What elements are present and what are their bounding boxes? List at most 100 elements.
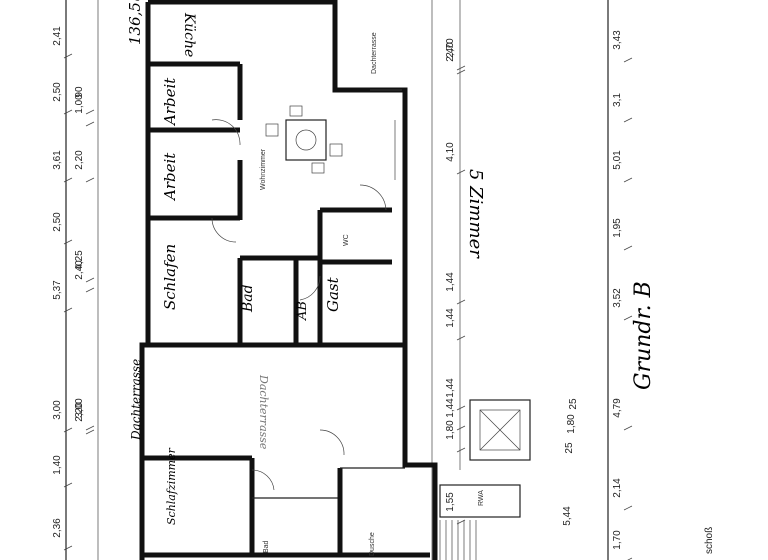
room-label-arbeit-top: Arbeit	[161, 77, 179, 127]
dimension-label: 1,80	[566, 414, 577, 434]
chair-icon	[265, 123, 279, 137]
title-text: Grundr. B	[631, 281, 656, 390]
left-dimensions: 2,412,503,612,505,373,001,402,36	[52, 26, 73, 551]
dimension-label: 3,43	[612, 30, 623, 50]
door-swing-flur	[319, 429, 345, 456]
elevator-car	[479, 409, 521, 451]
area-note: 136,5qm	[126, 0, 144, 45]
dimension-label: 2,36	[52, 518, 63, 538]
dimension-label: 4,79	[612, 398, 623, 418]
dimension-tick	[623, 425, 633, 431]
room-label-ab: AB	[295, 301, 310, 321]
door-swing-schlafzimmer	[251, 469, 275, 491]
dimension-label: 2,50	[52, 212, 63, 232]
dimension-tick	[623, 117, 633, 123]
dimension-label: 2,14	[612, 478, 623, 498]
dimension-tick	[623, 177, 633, 183]
dimension-label: 1,44	[445, 308, 456, 328]
dimension-label: 2,40	[445, 42, 456, 62]
round-table-icon	[295, 129, 317, 151]
dimension-label: 3,00	[74, 398, 85, 418]
chair-icon	[329, 143, 343, 157]
dimension-label: 2,70	[445, 38, 456, 58]
room-label-kueche: Küche	[181, 12, 197, 57]
dimension-label: 2,50	[52, 82, 63, 102]
outer-wall-right	[402, 210, 438, 560]
dimension-label: 1,95	[612, 218, 623, 238]
dimension-tick	[623, 505, 633, 511]
dimension-tick	[456, 425, 466, 431]
dimension-tick	[623, 57, 633, 63]
dimension-tick	[63, 109, 73, 115]
dimension-label: 3,1	[612, 93, 623, 107]
dimension-tick	[456, 405, 466, 411]
dimension-tick	[63, 427, 73, 433]
dimension-tick	[85, 109, 95, 115]
door-swing-gast	[299, 275, 321, 301]
dimension-label: 1,44	[445, 398, 456, 418]
dimension-label: 1,40	[52, 455, 63, 475]
room-label-schlafzimmer: Schlafzimmer	[165, 447, 178, 525]
dimension-tick	[63, 545, 73, 551]
room-label-bad-small: Bad	[263, 540, 270, 553]
dimension-label: 5,37	[52, 280, 63, 300]
table-icon	[285, 119, 327, 161]
dimension-tick	[63, 239, 73, 245]
right-dimensions: 3,43 3,1 5,01 1,95 3,52 4,79 2,14 1,70	[612, 30, 633, 560]
outer-wall-top	[148, 0, 408, 210]
right-inner-dimensions: 2,702,404,101,441,441,441,441,801,55	[445, 38, 466, 525]
room-label-rwa: RWA	[478, 490, 485, 506]
dimension-label: 5,01	[612, 150, 623, 170]
dimension-label: 1,44	[445, 272, 456, 292]
dimension-tick	[85, 121, 95, 127]
room-label-dachterrasse-lower: Dachterrasse	[257, 374, 270, 450]
subtitle-text: 5 Zimmer	[465, 169, 486, 259]
dimension-tick	[63, 53, 73, 59]
room-label-gast: Gast	[324, 276, 342, 312]
chair-icon	[289, 105, 303, 117]
door-swing-arbeit-mid	[211, 217, 237, 243]
elevator-cross-b	[479, 409, 521, 451]
dimension-label: 4,10	[445, 142, 456, 162]
dimension-tick	[63, 177, 73, 183]
room-label-wohnzimmer: Wohnzimmer	[260, 148, 267, 190]
dimension-tick	[456, 447, 466, 453]
dimension-label: 2,20	[74, 150, 85, 170]
dimension-label: 5,44	[562, 506, 573, 526]
dimension-label: 2,40	[74, 260, 85, 280]
dimension-tick	[85, 277, 95, 283]
dimension-label: 3,52	[612, 288, 623, 308]
dimension-tick	[456, 335, 466, 341]
room-label-dusche: Dusche	[369, 532, 376, 556]
dimension-label: 1,00	[74, 94, 85, 114]
room-label-bad: Bad	[240, 284, 256, 313]
dimension-tick	[85, 177, 95, 183]
dimension-tick	[63, 307, 73, 313]
staircase	[439, 520, 477, 560]
rwa-box	[439, 484, 521, 518]
dimension-label: 1,70	[612, 530, 623, 550]
dimension-label: 1,80	[445, 420, 456, 440]
dimension-tick	[623, 315, 633, 321]
dimension-label: 25	[568, 398, 579, 410]
left-inner-dimensions: 901,002,204,252,403,002,20	[74, 86, 95, 435]
room-label-dachterrasse-top: Dachterrasse	[371, 32, 378, 74]
dimension-tick	[456, 519, 466, 525]
dimension-label: 1,44	[445, 378, 456, 398]
room-label-dachterrasse-left: Dachterrasse	[129, 359, 143, 441]
dimension-tick	[456, 65, 466, 71]
room-label-arbeit-mid: Arbeit	[161, 152, 179, 202]
outer-wall-left	[139, 2, 151, 560]
dimension-tick	[627, 557, 633, 560]
room-label-schlafen: Schlafen	[161, 244, 179, 310]
dimension-tick	[623, 245, 633, 251]
dimension-tick	[85, 425, 95, 431]
dimension-label: 2,41	[52, 26, 63, 46]
dimension-label: 4,25	[74, 250, 85, 270]
dimension-label: 3,61	[52, 150, 63, 170]
elevator-shaft	[469, 399, 531, 461]
floor-label: schoß	[704, 527, 715, 554]
door-swing-wc	[359, 184, 387, 211]
